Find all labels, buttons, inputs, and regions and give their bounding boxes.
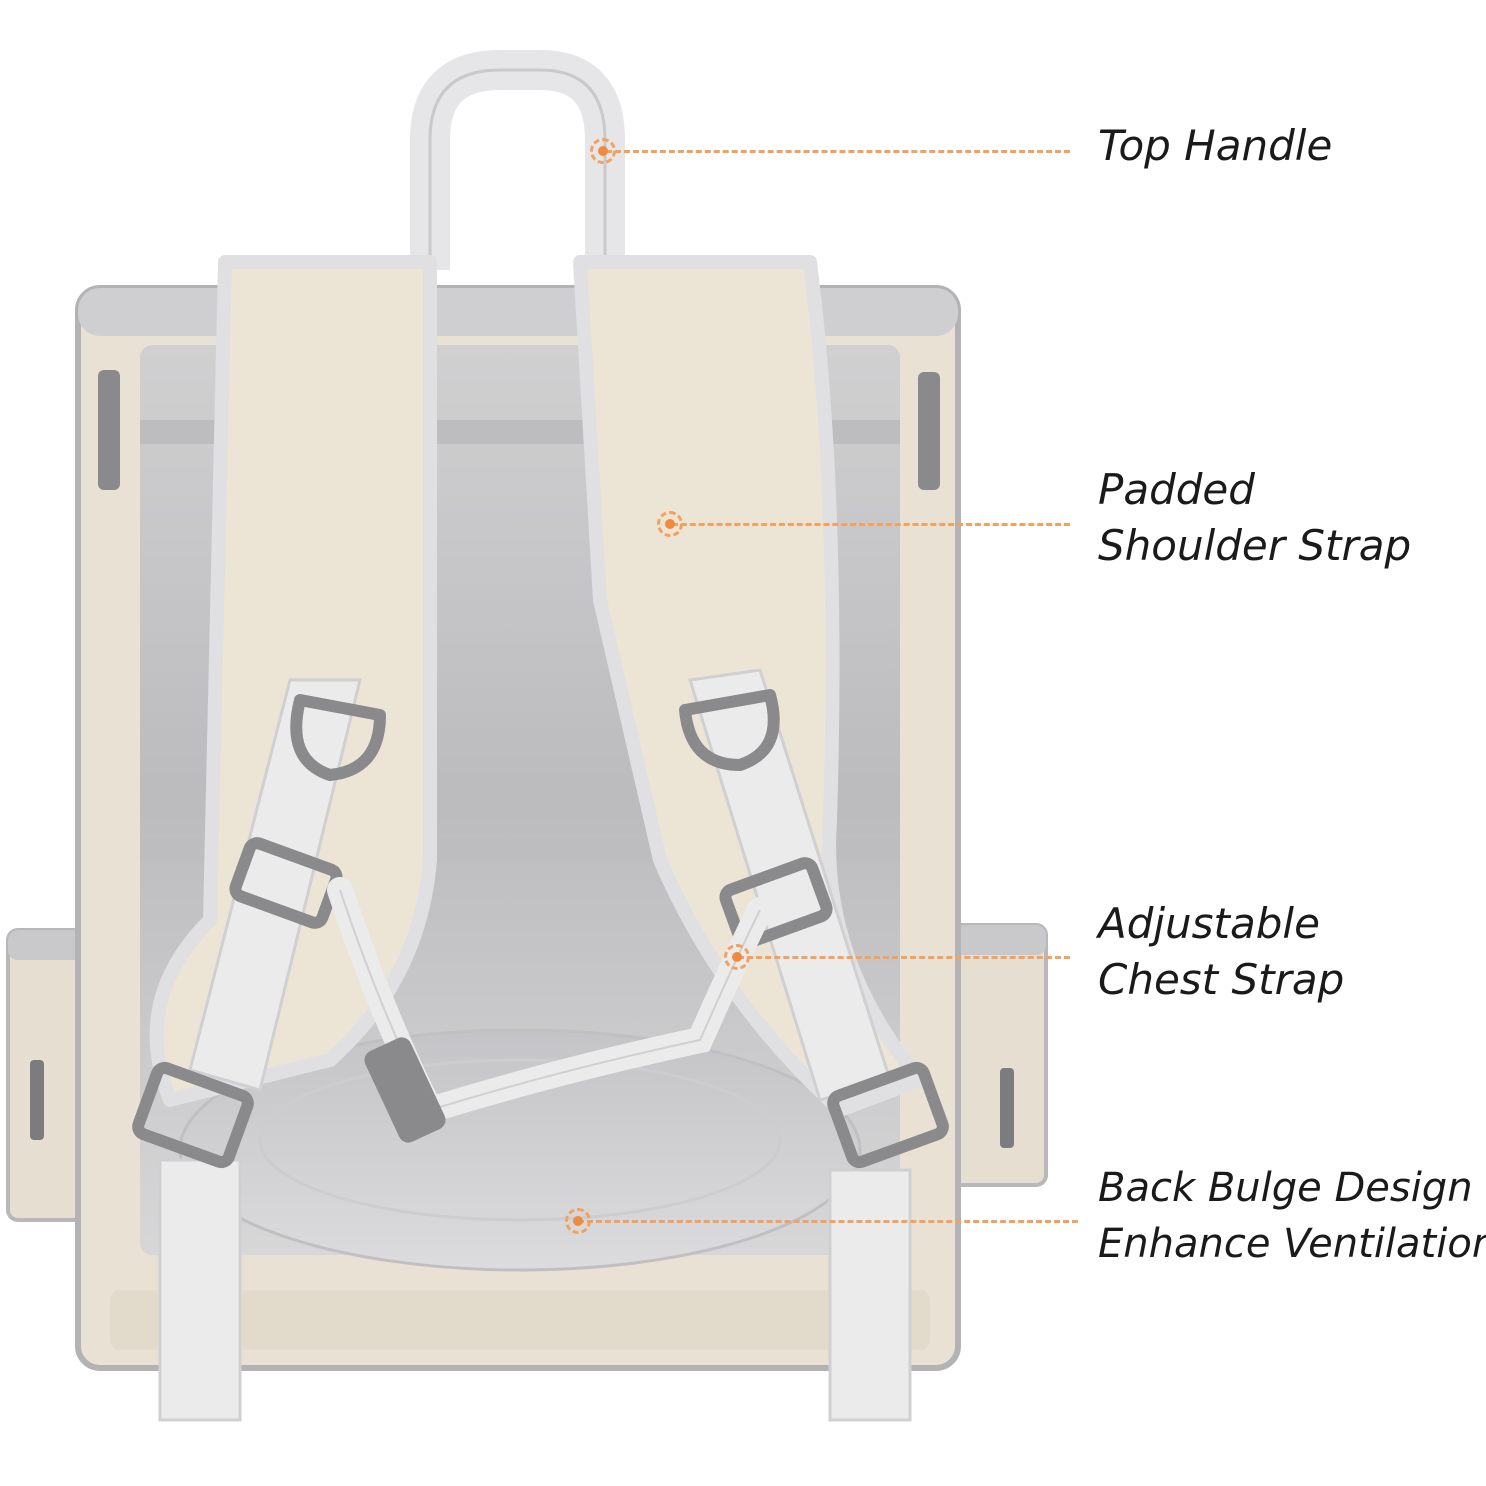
right-side-pocket <box>944 923 1048 1187</box>
chest-strap-leader-line <box>738 956 1070 959</box>
callout-back-bulge: Back Bulge Design Enhance Ventilation <box>1098 1160 1486 1272</box>
left-shoulder-strap <box>149 255 437 1422</box>
callout-top-handle: Top Handle <box>1098 118 1332 174</box>
callout-line-1: Adjustable <box>1098 899 1320 948</box>
callout-line-2: Enhance Ventilation <box>1098 1221 1486 1267</box>
callout-line-1: Padded <box>1098 465 1255 514</box>
target-dot-icon <box>565 1208 591 1234</box>
callout-line-2: Chest Strap <box>1098 955 1345 1004</box>
top-handle-leader-line <box>606 150 1070 153</box>
top-handle <box>410 50 625 270</box>
back-bulge-leader-line <box>578 1220 1078 1223</box>
hardware <box>132 689 949 1169</box>
callout-line-1: Top Handle <box>1098 121 1333 170</box>
target-dot-icon <box>724 944 750 970</box>
callout-padded-shoulder-strap: Padded Shoulder Strap <box>1098 462 1411 574</box>
target-dot-icon <box>657 511 683 537</box>
chest-strap <box>327 877 773 1143</box>
shoulder-strap-leader-line <box>672 523 1070 526</box>
callout-line-2: Shoulder Strap <box>1098 521 1412 570</box>
callout-line-1: Back Bulge Design <box>1098 1165 1473 1211</box>
target-dot-icon <box>590 138 616 164</box>
callout-adjustable-chest-strap: Adjustable Chest Strap <box>1098 896 1344 1008</box>
